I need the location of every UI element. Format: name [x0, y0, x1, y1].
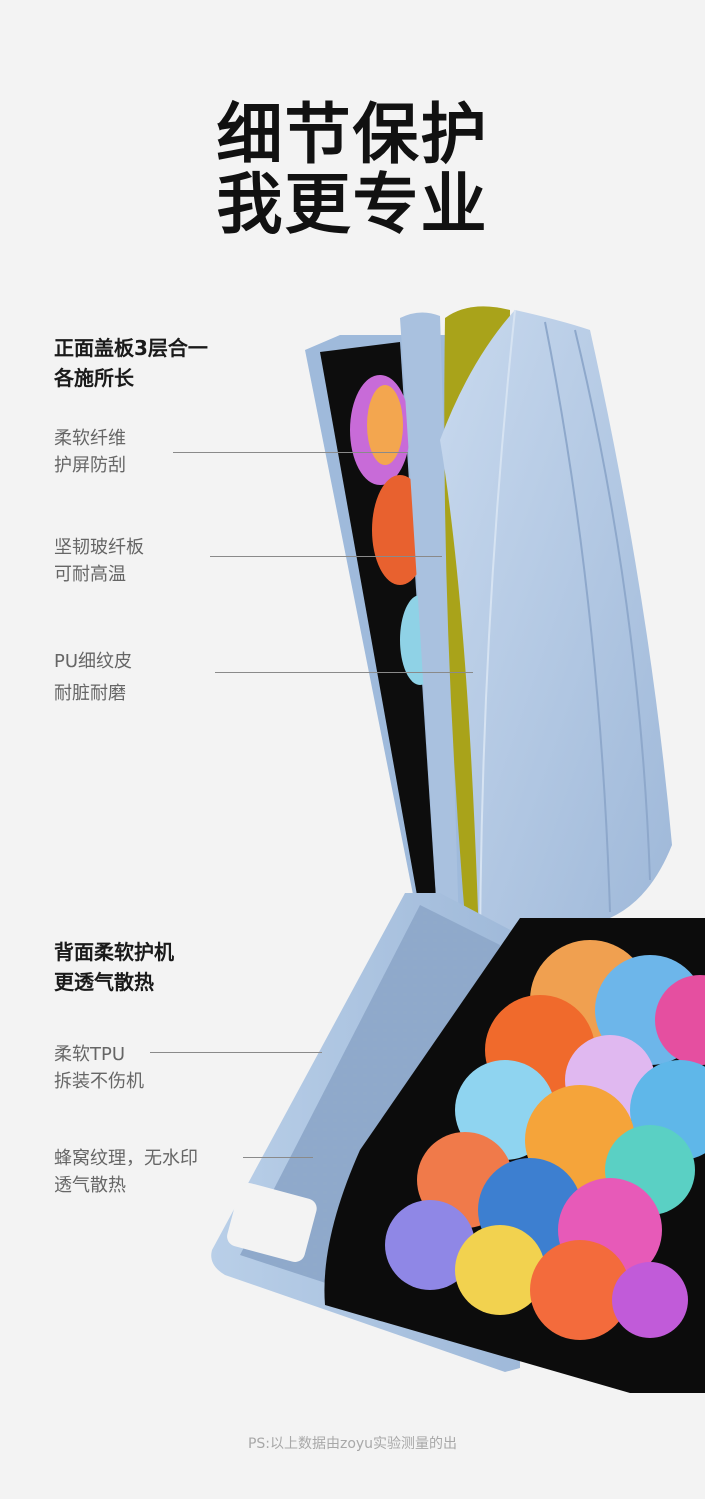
label-fiberglass-line1: 坚韧玻纤板: [54, 537, 144, 558]
page-title-line2: 我更专业: [216, 166, 489, 243]
label-fiberglass-line2: 可耐高温: [54, 564, 126, 585]
label-pu-line2: 耐脏耐磨: [54, 683, 126, 704]
label-tpu-line2: 拆装不伤机: [54, 1071, 144, 1092]
front-heading-line1: 正面盖板3层合一: [54, 336, 208, 360]
page-title-line1: 细节保护: [216, 96, 489, 173]
pointer-line-honeycomb: [243, 1157, 313, 1158]
label-pu-line1: PU细纹皮: [54, 651, 133, 672]
label-honeycomb-line1: 蜂窝纹理，无水印: [54, 1148, 198, 1169]
pointer-line-pu: [215, 672, 473, 673]
footnote: PS:以上数据由zoyu实验测量的出: [247, 1436, 458, 1452]
label-soft-fiber-line2: 护屏防刮: [54, 455, 126, 476]
back-heading-line2: 更透气散热: [54, 970, 154, 994]
back-heading-line1: 背面柔软护机: [54, 940, 174, 964]
label-tpu-line1: 柔软TPU: [54, 1044, 126, 1065]
label-honeycomb-line2: 透气散热: [54, 1175, 126, 1196]
front-heading-line2: 各施所长: [54, 366, 134, 390]
label-soft-fiber-line1: 柔软纤维: [54, 428, 126, 449]
pointer-line-soft-fiber: [173, 452, 408, 453]
lower-tablet: [324, 918, 705, 1393]
pointer-line-tpu: [150, 1052, 322, 1053]
pointer-line-fiberglass: [210, 556, 442, 557]
